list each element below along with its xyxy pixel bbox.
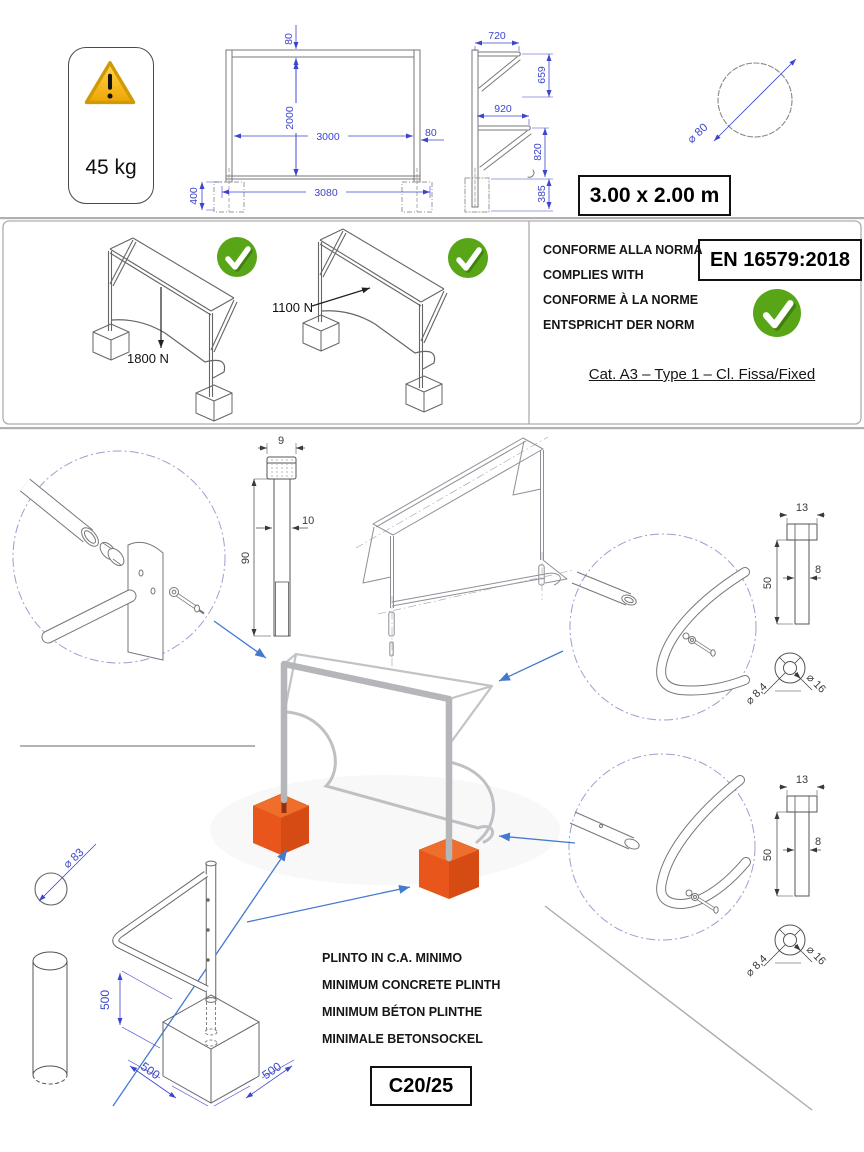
plinth-depth-label: 500	[259, 1059, 284, 1082]
compliance-line-de: ENTSPRICHT DER NORM	[543, 318, 695, 332]
leader-arrows	[112, 620, 576, 1107]
dim-crossbar-80: 80	[283, 33, 295, 45]
washer-lower-drawing: ⌀ 8,4 ⌀ 16	[744, 924, 828, 979]
concrete-class-box: C20/25	[370, 1066, 472, 1106]
weight-label: 45 kg	[85, 156, 137, 179]
side-view-dimensions	[474, 40, 553, 212]
dim-upper-659: 659	[536, 66, 548, 84]
hex-bolt-dia-label: 8	[815, 836, 821, 848]
plinth-left	[252, 793, 310, 855]
washer-inner-label: ⌀ 8,4	[744, 953, 770, 979]
post-tube-drawing	[32, 951, 68, 1085]
compliance-line-fr: CONFORME À LA NORME	[543, 293, 699, 307]
post-section-view: ⌀ 83	[34, 843, 97, 906]
plinth-height-label: 500	[98, 990, 112, 1010]
front-view-drawing	[213, 49, 433, 213]
plinth-detail-drawing: 500 500 500	[98, 860, 295, 1107]
dim-height-2000: 2000	[284, 106, 296, 130]
socket-bolt-width-label: 9	[278, 435, 284, 447]
load-test-goal-horizontal: 1100 N	[272, 228, 448, 413]
plinth-line-it: PLINTO IN C.A. MINIMO	[322, 951, 463, 965]
hex-bolt-upper-drawing: 13 50 8	[762, 502, 825, 625]
compliance-line-en: COMPLIES WITH	[543, 268, 644, 282]
dim-tube-dia-80: ⌀ 80	[685, 122, 710, 146]
exploded-goal-wireframe	[355, 436, 575, 666]
weight-warning-card: 45 kg	[68, 47, 154, 204]
dim-post-80: 80	[425, 127, 437, 139]
front-view-dimensions	[199, 25, 444, 211]
dim-depth-720: 720	[488, 30, 506, 42]
load-horizontal-label: 1100 N	[272, 300, 313, 315]
side-view-dim-labels: 720 659 920 820 385	[488, 30, 548, 203]
socket-bolt-drawing: 9 90 10	[240, 435, 314, 637]
standard-box: EN 16579:2018	[698, 239, 862, 281]
dim-base-400: 400	[188, 187, 200, 205]
detail-circle-joint-top	[12, 450, 226, 664]
hex-bolt-length-label: 50	[762, 577, 774, 589]
compliance-line-it: CONFORME ALLA NORMA	[543, 243, 703, 257]
washer-upper-drawing: ⌀ 8,4 ⌀ 16	[744, 652, 828, 707]
dim-lower-820: 820	[532, 143, 544, 161]
post-dia-label: ⌀ 83	[61, 847, 86, 871]
detail-circle-corner-bottom	[568, 753, 756, 941]
load-test-goal-vertical: 1800 N	[92, 237, 238, 422]
washer-inner-label: ⌀ 8,4	[744, 681, 770, 707]
side-view-drawing	[464, 49, 535, 213]
washer-outer-label: ⌀ 16	[804, 672, 828, 696]
compliance-panel-frame	[2, 220, 862, 425]
socket-bolt-length-label: 90	[240, 552, 252, 564]
hex-bolt-length-label: 50	[762, 849, 774, 861]
dim-base-3080: 3080	[314, 187, 338, 199]
front-view-dim-labels: 80 2000 3000 80 3080 400	[188, 33, 437, 205]
section-dividers	[0, 217, 864, 430]
plinth-line-en: MINIMUM CONCRETE PLINTH	[322, 978, 501, 992]
dim-width-3000: 3000	[316, 131, 340, 143]
dim-base-385: 385	[536, 185, 548, 203]
hex-bolt-lower-drawing: 13 50 8	[762, 774, 825, 897]
plinth-line-de: MINIMALE BETONSOCKEL	[322, 1032, 483, 1046]
hex-bolt-width-label: 13	[796, 502, 808, 514]
hex-bolt-width-label: 13	[796, 774, 808, 786]
tube-section-view: ⌀ 80	[685, 58, 797, 146]
warning-icon	[84, 61, 136, 105]
washer-outer-label: ⌀ 16	[804, 944, 828, 968]
detail-circle-corner-top	[569, 533, 757, 721]
category-label: Cat. A3 – Type 1 – Cl. Fissa/Fixed	[588, 366, 816, 383]
plinth-line-fr: MINIMUM BÉTON PLINTHE	[322, 1005, 483, 1019]
goal-size-box: 3.00 x 2.00 m	[578, 175, 731, 216]
dim-net-920: 920	[494, 103, 512, 115]
goal-3d-render	[20, 652, 813, 1111]
load-vertical-label: 1800 N	[127, 351, 169, 366]
hex-bolt-dia-label: 8	[815, 564, 821, 576]
socket-bolt-dia-label: 10	[302, 515, 314, 527]
